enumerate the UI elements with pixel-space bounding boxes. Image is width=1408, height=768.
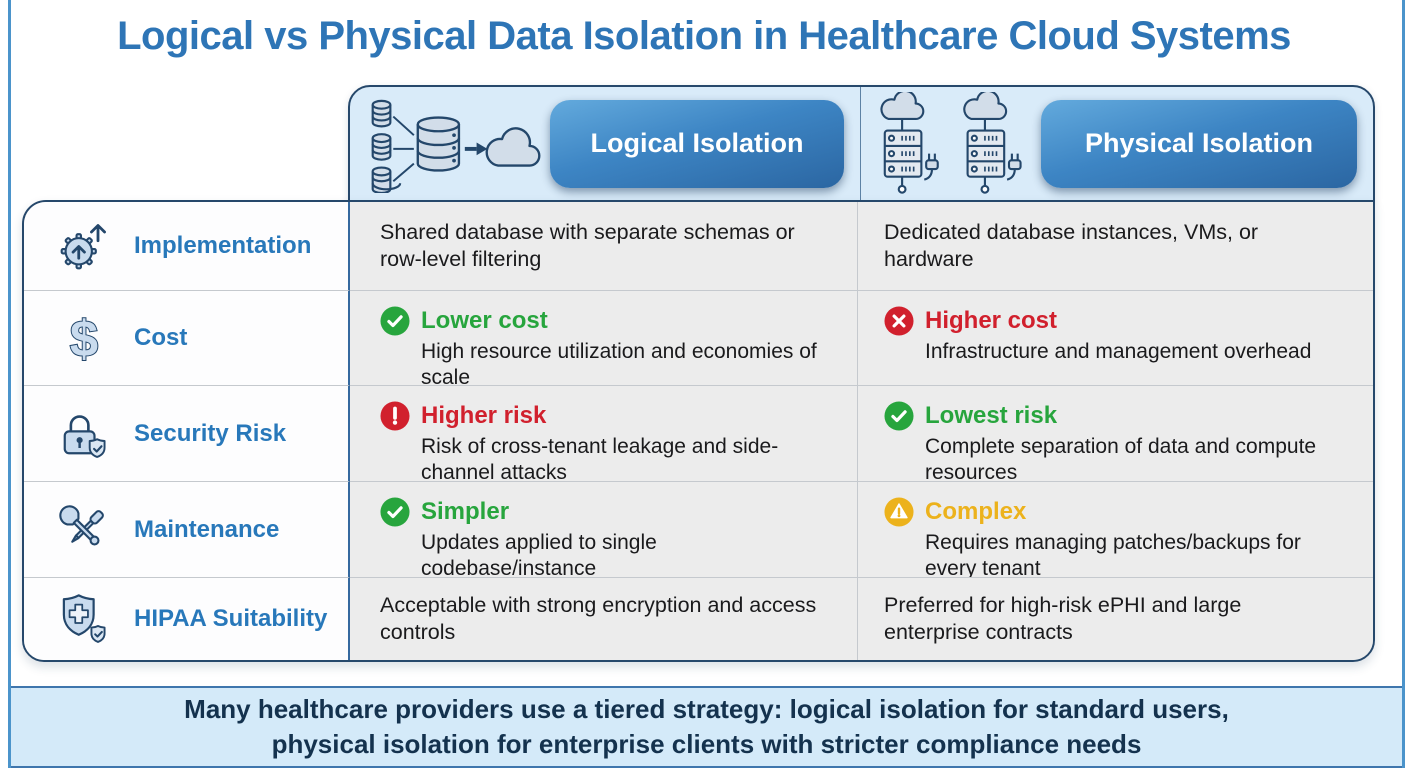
footer-line-1: Many healthcare providers use a tiered s…	[184, 693, 1229, 724]
gear-up-arrow-icon	[60, 224, 106, 270]
svg-text:$: $	[70, 310, 98, 367]
table-header: Logical Isolation	[348, 85, 1375, 202]
cell-security-physical: Lowest risk Complete separation of data …	[858, 385, 1373, 484]
row-label-security-risk: Security Risk	[24, 385, 350, 481]
medical-shield-check-icon	[62, 594, 106, 643]
x-circle-icon	[884, 306, 914, 336]
cell-security-logical: Higher risk Risk of cross-tenant leakage…	[350, 385, 858, 484]
warning-triangle-circle-icon	[884, 497, 914, 527]
row-label-implementation: Implementation	[24, 202, 350, 290]
comparison-table: Implementation Shared database with sepa…	[22, 200, 1375, 662]
exclamation-circle-icon	[380, 401, 410, 431]
footer-note: Many healthcare providers use a tiered s…	[11, 686, 1402, 768]
verdict-text: Lowest risk	[925, 402, 1058, 429]
cell-cost-physical: Higher cost Infrastructure and managemen…	[858, 290, 1373, 385]
row-label-hipaa-suitability: HIPAA Suitability	[24, 577, 350, 660]
cell-maintenance-logical: Simpler Updates applied to single codeba…	[350, 481, 858, 580]
cell-hipaa-physical: Preferred for high-risk ePHI and large e…	[858, 577, 1373, 660]
check-circle-icon	[380, 306, 410, 336]
cell-implementation-logical: Shared database with separate schemas or…	[350, 202, 858, 290]
verdict-text: Complex	[925, 498, 1027, 525]
physical-isolation-badge: Physical Isolation	[1041, 99, 1357, 188]
row-label-text: Security Risk	[134, 419, 287, 447]
left-border-line	[8, 0, 11, 768]
row-label-cost: $ Cost	[24, 290, 350, 385]
wrench-screwdriver-icon	[59, 504, 104, 546]
physical-column-header: Physical Isolation	[861, 87, 1373, 200]
cell-implementation-physical: Dedicated database instances, VMs, or ha…	[858, 202, 1373, 290]
footer-line-2: physical isolation for enterprise client…	[271, 729, 1142, 759]
cell-cost-logical: Lower cost High resource utilization and…	[350, 290, 858, 389]
logical-column-header: Logical Isolation	[350, 87, 861, 200]
row-label-text: HIPAA Suitability	[134, 605, 328, 632]
cell-maintenance-physical: Complex Requires managing patches/backup…	[858, 481, 1373, 580]
verdict-text: Higher cost	[925, 307, 1058, 334]
clouds-over-dedicated-servers-icon	[880, 91, 1022, 194]
check-circle-icon	[380, 497, 410, 527]
row-label-text: Maintenance	[134, 515, 280, 543]
verdict-text: Simpler	[421, 498, 510, 525]
row-label-text: Implementation	[134, 232, 312, 259]
logical-isolation-badge: Logical Isolation	[550, 99, 844, 188]
row-label-maintenance: Maintenance	[24, 481, 350, 577]
dollar-sign-icon: $	[69, 309, 99, 367]
verdict-text: Higher risk	[421, 402, 547, 429]
check-circle-icon	[884, 401, 914, 431]
page-title: Logical vs Physical Data Isolation in He…	[117, 14, 1291, 58]
right-border-line	[1402, 0, 1405, 768]
cell-hipaa-logical: Acceptable with strong encryption and ac…	[350, 577, 858, 660]
verdict-text: Lower cost	[421, 307, 548, 334]
padlock-shield-check-icon	[63, 414, 106, 458]
row-label-text: Cost	[134, 324, 188, 351]
databases-merging-to-cloud-icon	[371, 99, 541, 193]
